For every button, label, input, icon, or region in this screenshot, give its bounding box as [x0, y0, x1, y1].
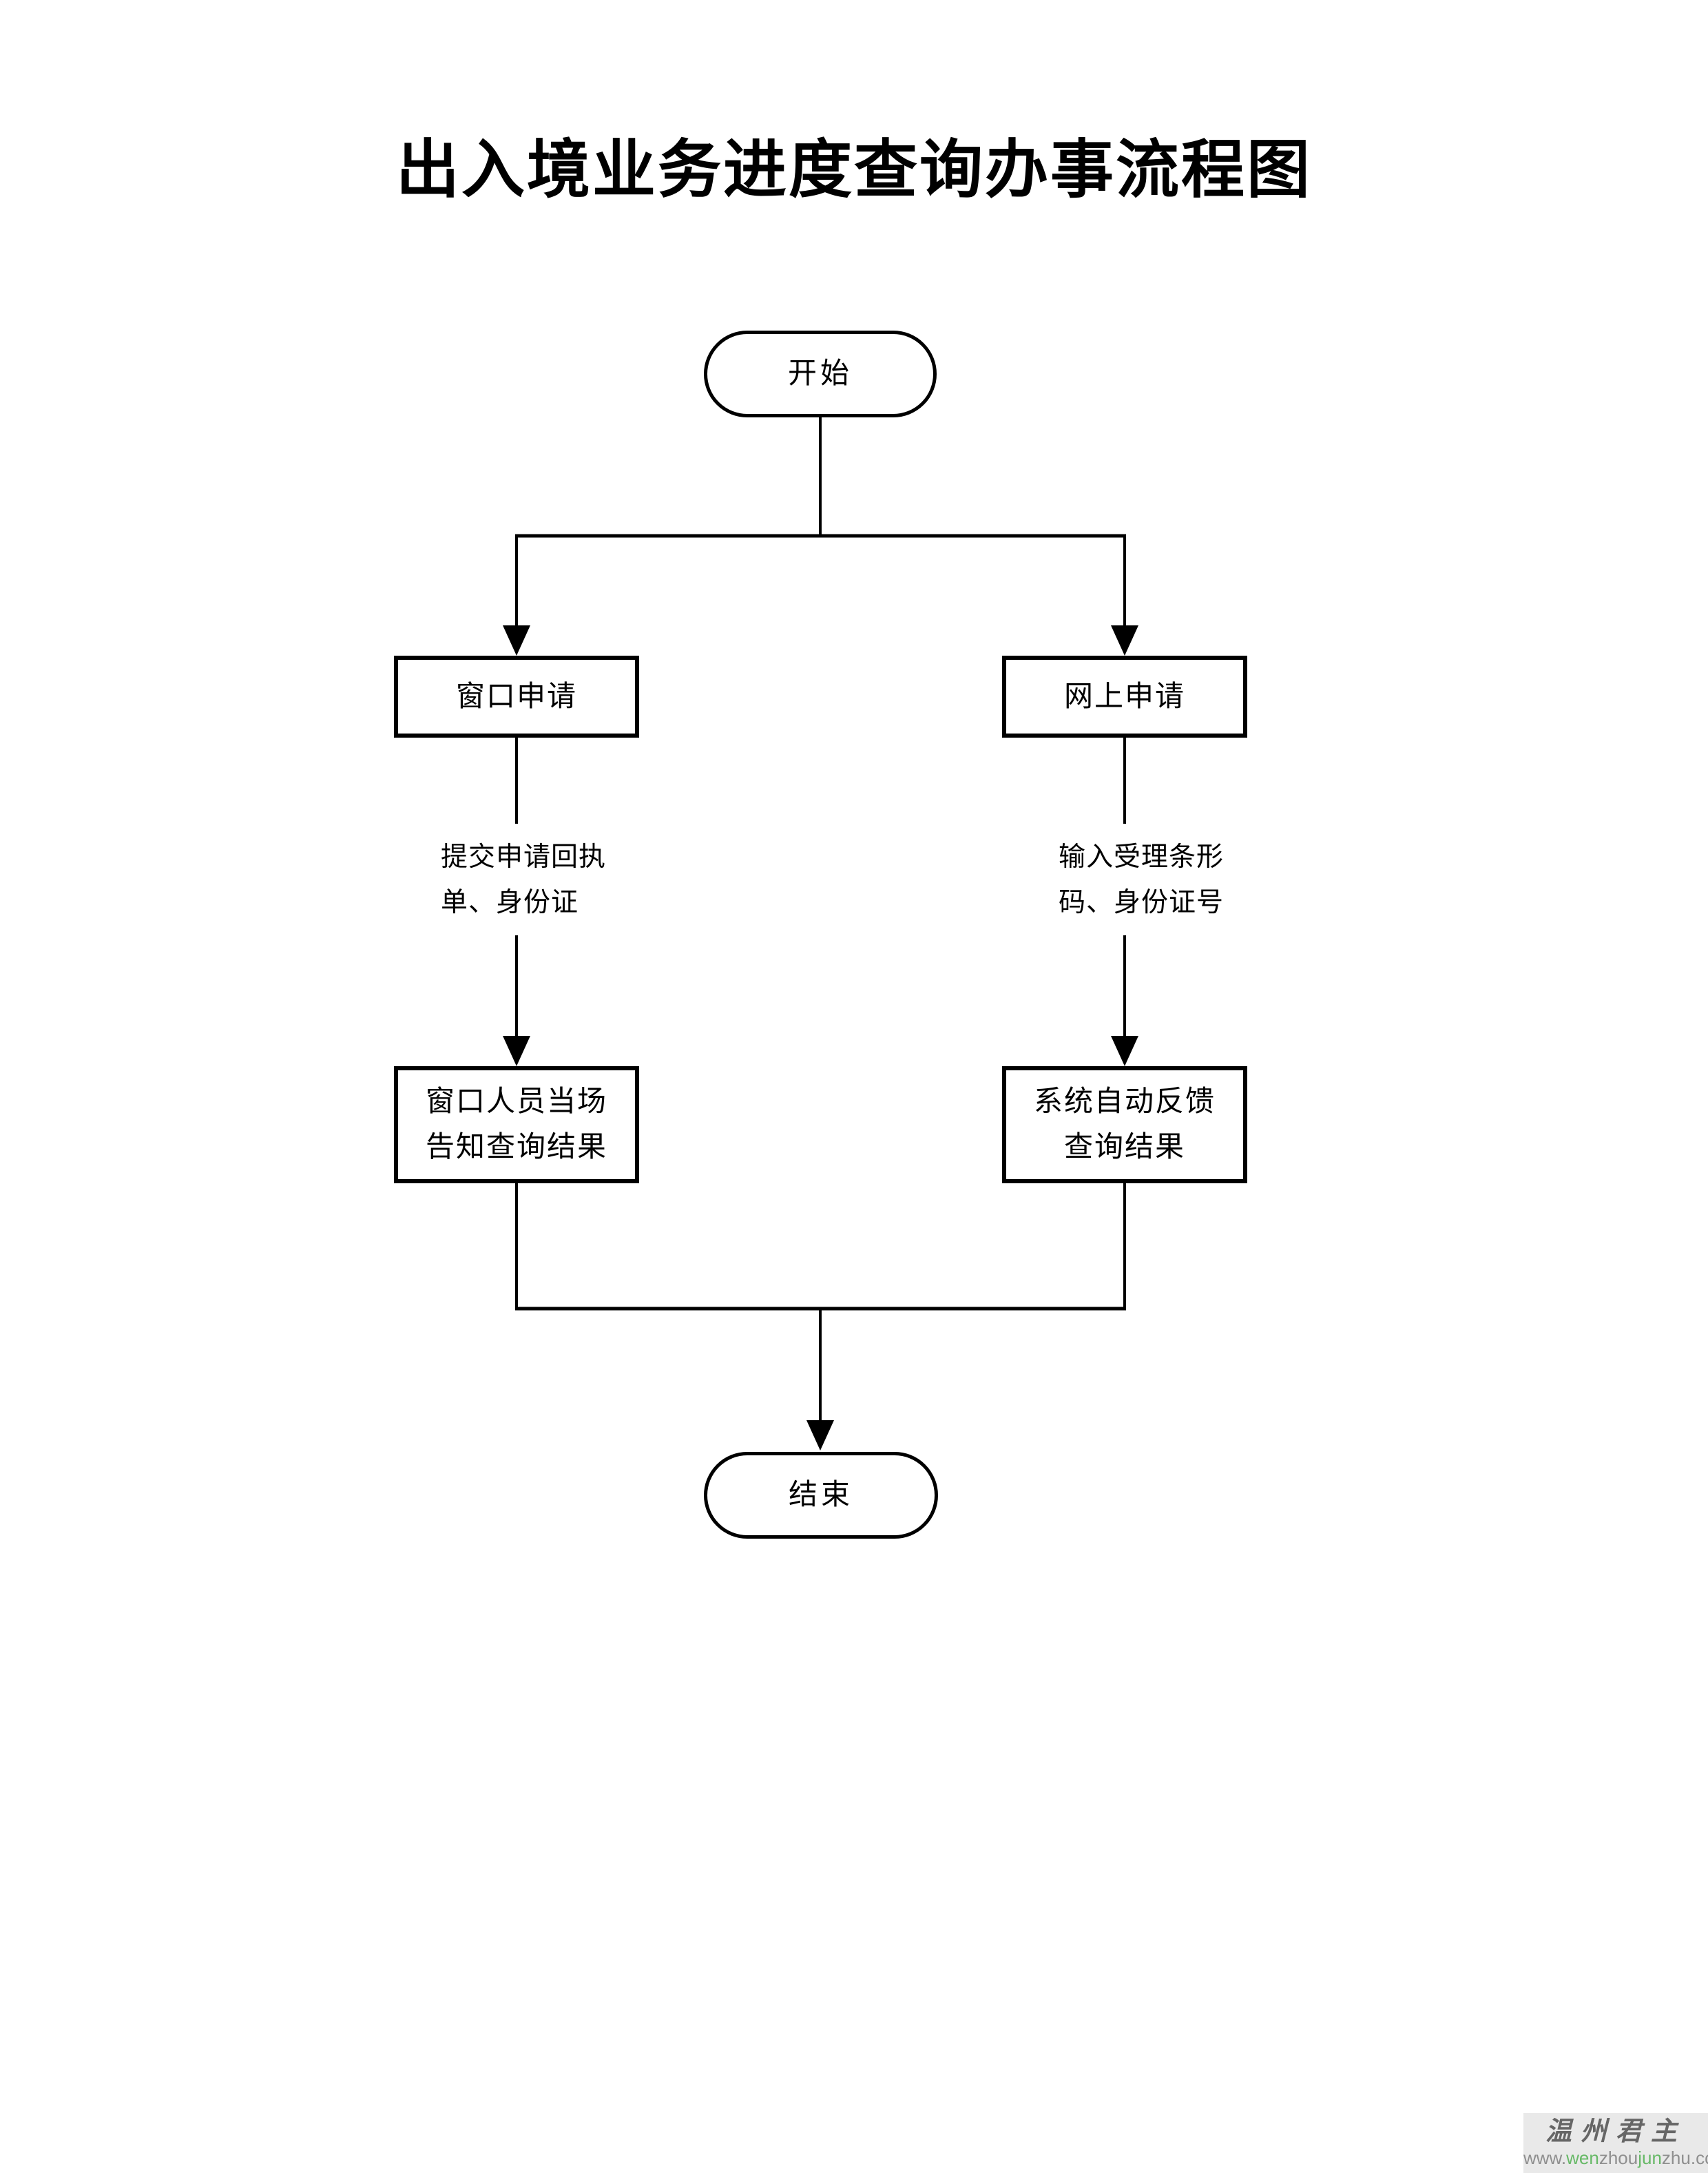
watermark-url-part: jun: [1638, 2148, 1662, 2168]
start-label: 开始: [787, 358, 853, 390]
online-apply-label: 网上申请: [1063, 680, 1185, 713]
watermark-url-part: zhu: [1661, 2148, 1691, 2168]
arrowhead-window-result: [503, 1036, 530, 1066]
watermark-url-part: www.: [1523, 2148, 1567, 2168]
online-apply-box: 网上申请: [1002, 656, 1247, 738]
window-result-line1: 窗口人员当场: [425, 1086, 607, 1118]
arrowhead-online-result: [1111, 1036, 1138, 1066]
start-terminator: 开始: [704, 331, 937, 417]
window-edge-note-line2: 单、身份证: [441, 888, 579, 917]
online-result-line2: 查询结果: [1063, 1132, 1185, 1163]
arrowhead-online-apply: [1111, 625, 1138, 656]
window-edge-note-line1: 提交申请回执: [441, 842, 607, 872]
window-apply-box: 窗口申请: [394, 656, 639, 738]
watermark-url-part: .com: [1690, 2148, 1708, 2168]
online-result-line1: 系统自动反馈: [1033, 1086, 1216, 1118]
end-terminator: 结束: [704, 1452, 938, 1539]
window-apply-label: 窗口申请: [455, 680, 577, 713]
window-result-line2: 告知查询结果: [425, 1132, 607, 1163]
arrowhead-end: [806, 1420, 834, 1451]
online-edge-note-line2: 码、身份证号: [1059, 888, 1225, 917]
watermark-brand: 温州君主: [1545, 2117, 1686, 2146]
watermark: 温州君主 www.wenzhoujunzhu.com: [1523, 2113, 1708, 2173]
arrowhead-window-apply: [503, 625, 530, 656]
online-edge-note-line1: 输入受理条形: [1059, 842, 1225, 872]
window-edge-note: 提交申请回执 单、身份证: [441, 835, 607, 926]
window-result-box: 窗口人员当场 告知查询结果: [394, 1066, 639, 1183]
online-edge-note: 输入受理条形 码、身份证号: [1059, 835, 1225, 926]
end-label: 结束: [788, 1479, 853, 1511]
watermark-url: www.wenzhoujunzhu.com: [1523, 2148, 1708, 2168]
watermark-url-part: wen: [1566, 2148, 1599, 2168]
online-result-box: 系统自动反馈 查询结果: [1002, 1066, 1247, 1183]
page-title: 出入境业务进度查询办事流程图: [395, 135, 1312, 205]
watermark-url-part: zhou: [1598, 2148, 1638, 2168]
